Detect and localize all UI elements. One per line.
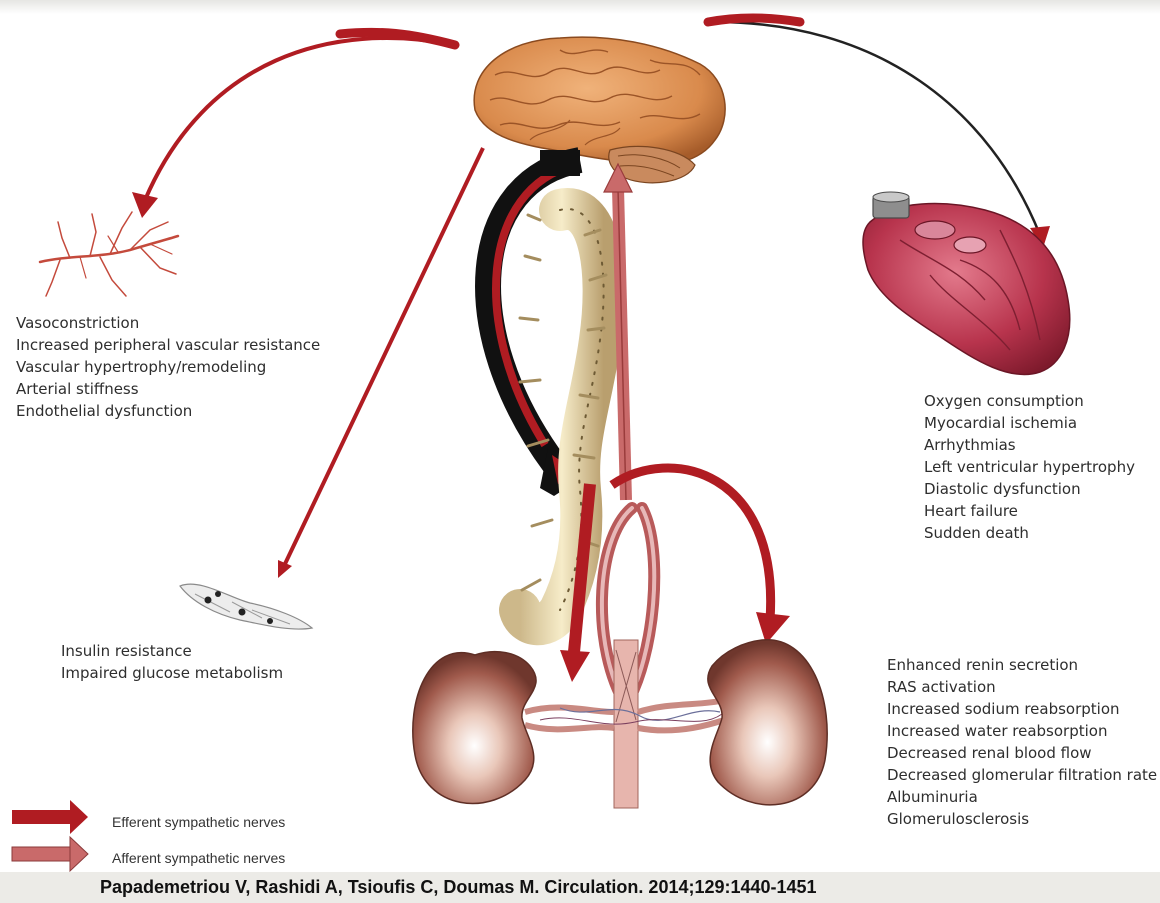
fat-cells-illustration [180, 584, 312, 629]
metabolic-effect-item: Insulin resistance [61, 640, 283, 662]
cardiac-effect-item: Heart failure [924, 500, 1135, 522]
renal-effect-item: Decreased glomerular filtration rate [887, 764, 1157, 786]
vascular-effect-item: Arterial stiffness [16, 378, 320, 400]
cardiac-effect-item: Sudden death [924, 522, 1135, 544]
renal-effect-item: RAS activation [887, 676, 1157, 698]
citation-bar: Papademetriou V, Rashidi A, Tsioufis C, … [0, 872, 1160, 903]
cardiac-effect-item: Oxygen consumption [924, 390, 1135, 412]
vascular-effects-list: Vasoconstriction Increased peripheral va… [16, 312, 320, 422]
metabolic-effect-item: Impaired glucose metabolism [61, 662, 283, 684]
arrow-spine-to-right-kidney [612, 468, 790, 644]
renal-effect-item: Enhanced renin secretion [887, 654, 1157, 676]
legend-efferent-label: Efferent sympathetic nerves [112, 814, 285, 830]
arrow-brain-to-vessels [132, 32, 455, 218]
citation-text: Papademetriou V, Rashidi A, Tsioufis C, … [100, 877, 817, 898]
renal-effect-item: Decreased renal blood flow [887, 742, 1157, 764]
vascular-effect-item: Increased peripheral vascular resistance [16, 334, 320, 356]
legend-afferent-label: Afferent sympathetic nerves [112, 850, 285, 866]
renal-effect-item: Glomerulosclerosis [887, 808, 1157, 830]
central-vessels [525, 640, 725, 808]
blood-vessel-illustration [40, 212, 178, 296]
cardiac-effect-item: Left ventricular hypertrophy [924, 456, 1135, 478]
cardiac-effect-item: Myocardial ischemia [924, 412, 1135, 434]
heart-illustration [863, 192, 1070, 374]
metabolic-effects-list: Insulin resistance Impaired glucose meta… [61, 640, 283, 684]
cardiac-effect-item: Arrhythmias [924, 434, 1135, 456]
renal-effects-list: Enhanced renin secretion RAS activation … [887, 654, 1157, 830]
brain-illustration [474, 37, 725, 183]
vascular-effect-item: Endothelial dysfunction [16, 400, 320, 422]
renal-effect-item: Albuminuria [887, 786, 1157, 808]
legend-afferent-arrow [12, 837, 88, 871]
vascular-effect-item: Vascular hypertrophy/remodeling [16, 356, 320, 378]
cardiac-effect-item: Diastolic dysfunction [924, 478, 1135, 500]
cardiac-effects-list: Oxygen consumption Myocardial ischemia A… [924, 390, 1135, 544]
renal-effect-item: Increased water reabsorption [887, 720, 1157, 742]
vascular-effect-item: Vasoconstriction [16, 312, 320, 334]
legend-efferent-arrow [12, 800, 88, 834]
renal-effect-item: Increased sodium reabsorption [887, 698, 1157, 720]
